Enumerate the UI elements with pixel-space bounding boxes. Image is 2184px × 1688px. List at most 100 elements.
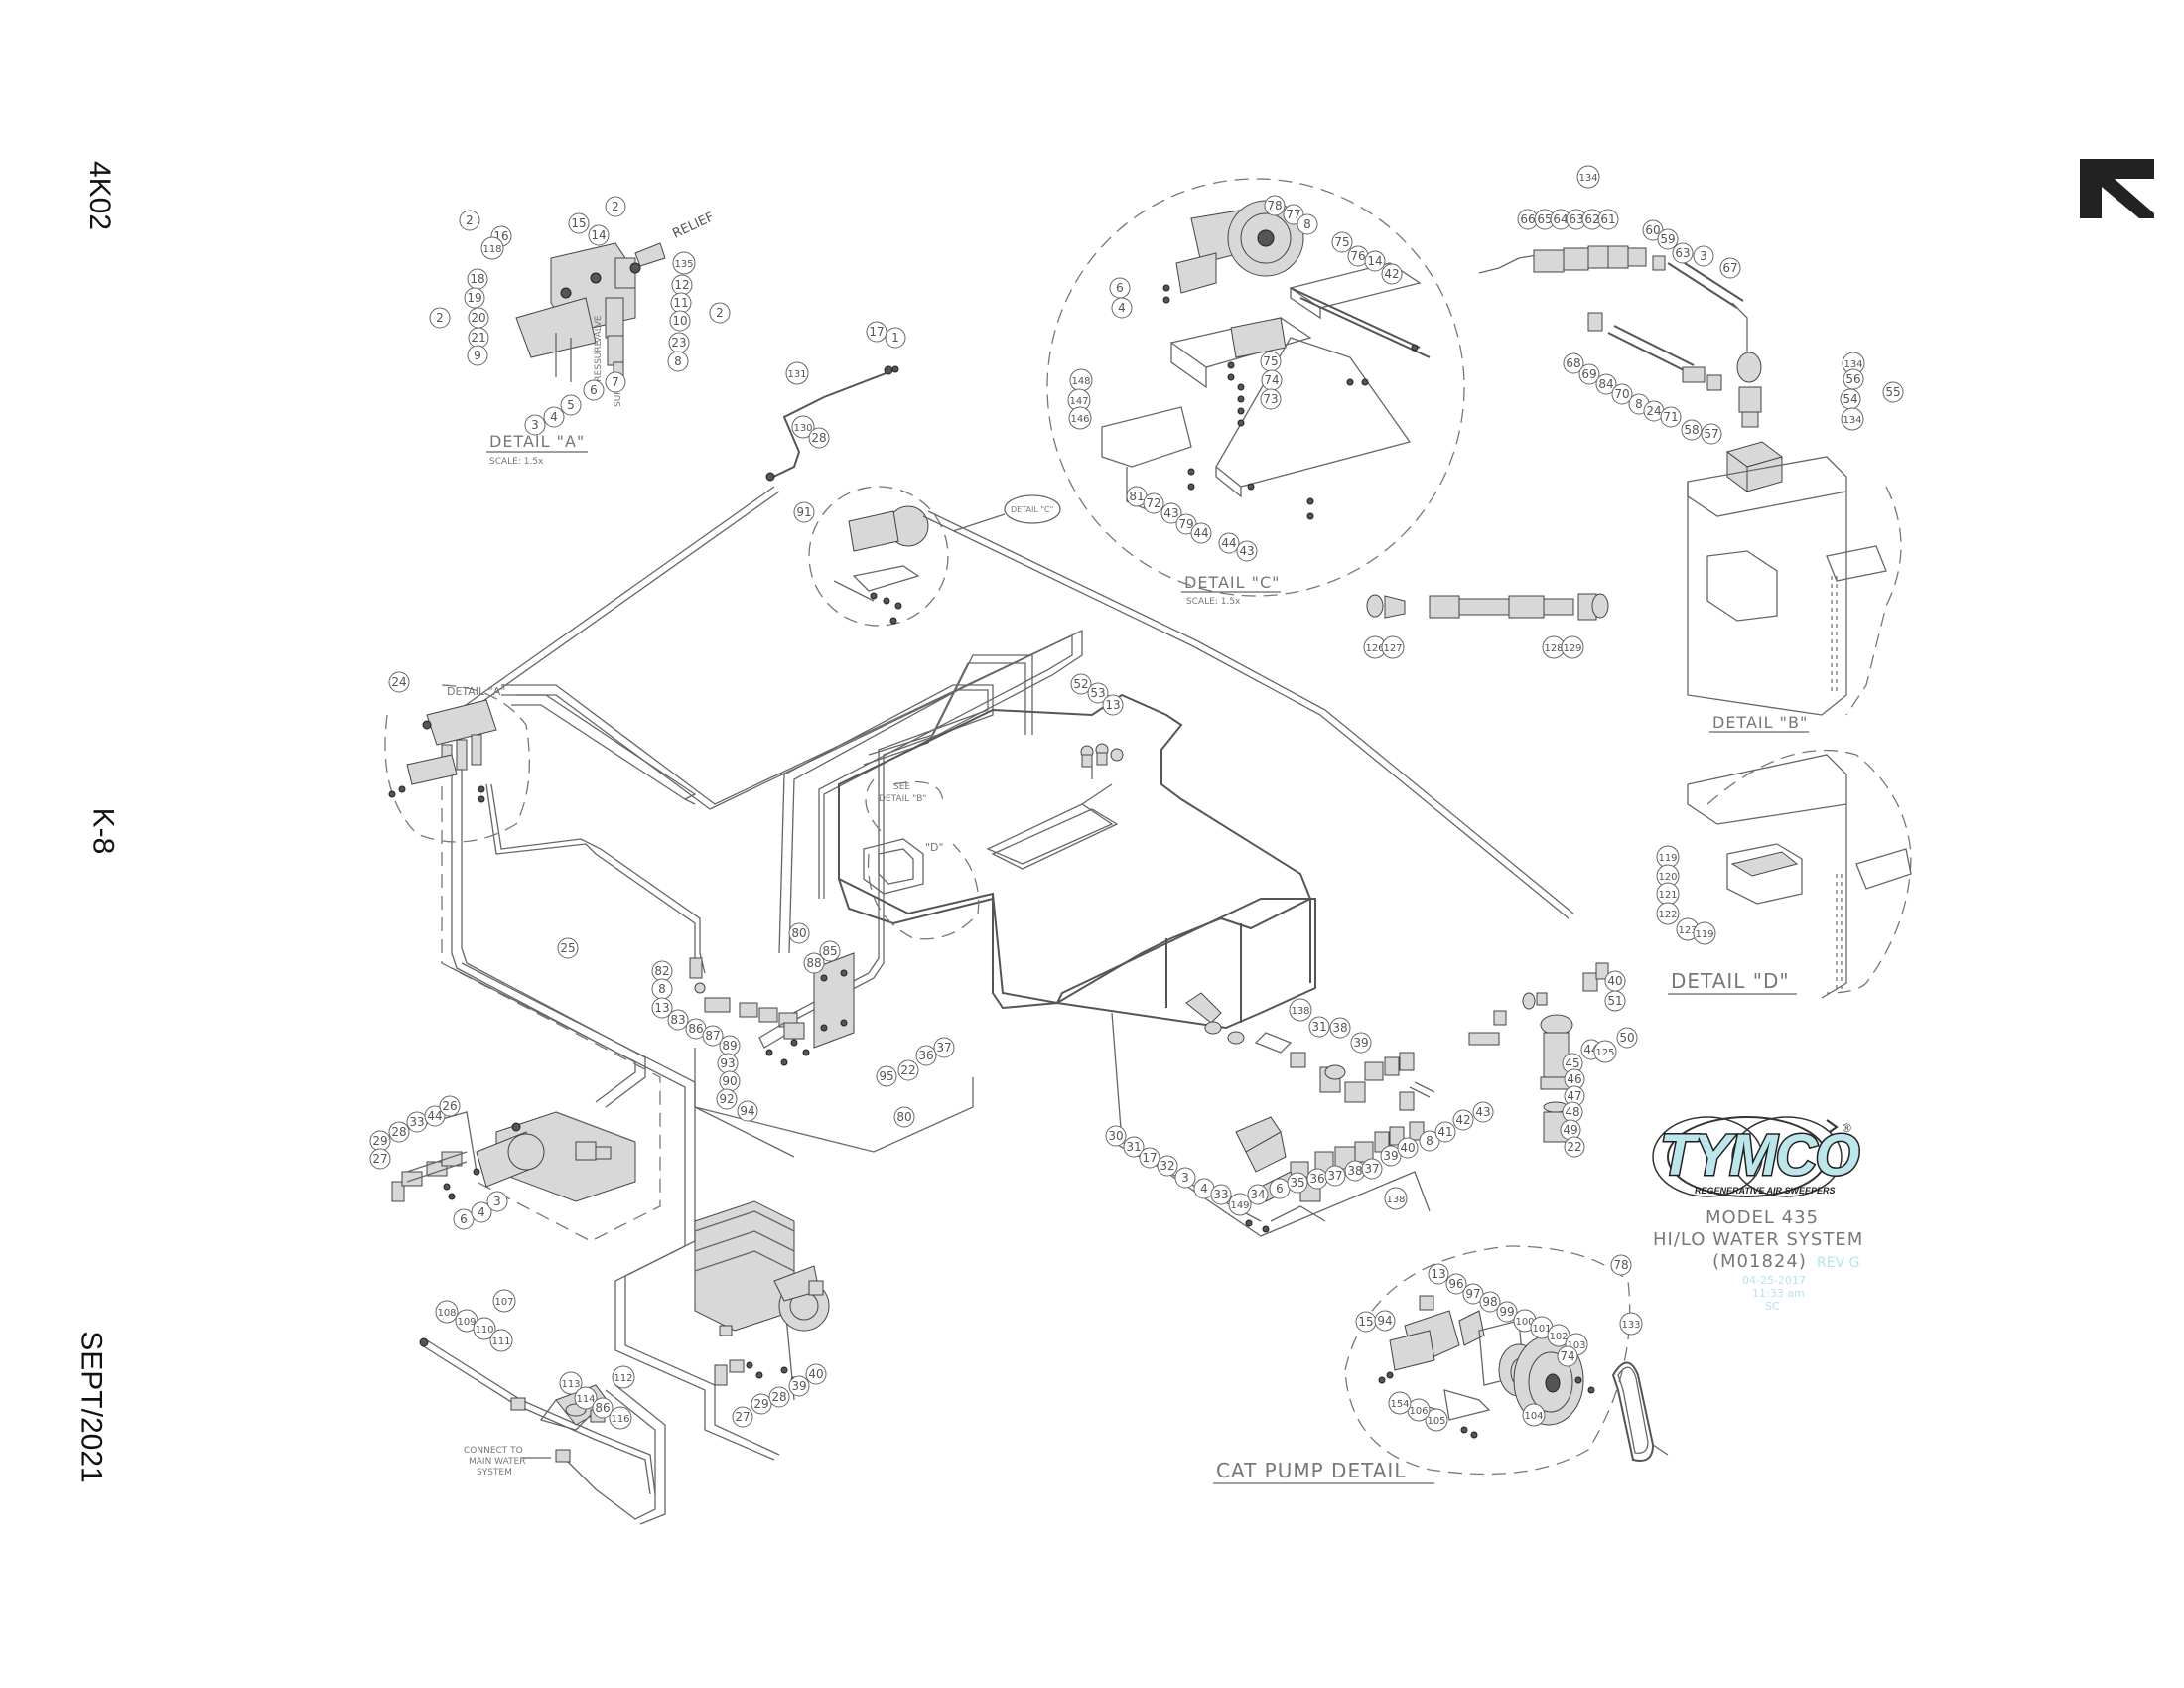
part-callout: 28 xyxy=(808,427,830,449)
part-callout: 26 xyxy=(439,1095,461,1117)
part-callout: 28 xyxy=(388,1121,410,1143)
part-callout: 118 xyxy=(480,236,504,260)
callout-circle xyxy=(1105,1125,1127,1147)
callout-number: 77 xyxy=(1286,208,1300,221)
part-callout: 90 xyxy=(719,1070,741,1092)
part-callout: 6 xyxy=(1109,277,1131,299)
callout-circle xyxy=(435,1300,459,1324)
part-callout: 39 xyxy=(1380,1145,1402,1167)
callout-number: 41 xyxy=(1437,1125,1452,1139)
pump-area-group xyxy=(1111,962,1609,1237)
callout-number: 64 xyxy=(1553,212,1568,226)
callout-circle xyxy=(1593,1040,1617,1063)
part-callout: 80 xyxy=(788,922,810,944)
callout-circle xyxy=(1297,213,1318,235)
callout-circle xyxy=(716,1088,738,1110)
part-callout: 107 xyxy=(492,1289,516,1313)
callout-number: 129 xyxy=(1563,643,1581,654)
logo-wordmark: TYMCO xyxy=(1660,1123,1859,1188)
callout-number: 59 xyxy=(1660,232,1675,246)
part-callout: 99 xyxy=(1496,1301,1518,1323)
part-callout: 6 xyxy=(583,379,605,401)
callout-circle xyxy=(805,1363,827,1385)
part-callout: 11 xyxy=(670,292,692,314)
hose-assembly xyxy=(1366,593,1609,621)
callout-number: 54 xyxy=(1843,392,1857,406)
callout-circle xyxy=(1228,1193,1252,1216)
connect-note-line3: SYSTEM xyxy=(477,1468,512,1477)
part-callout: 94 xyxy=(1374,1310,1396,1332)
callout-circle xyxy=(609,1406,632,1430)
lower-mid-pump-group xyxy=(694,1200,830,1401)
part-callout: 112 xyxy=(612,1365,635,1389)
part-callout: 93 xyxy=(717,1053,739,1074)
part-callout: 96 xyxy=(1445,1273,1467,1295)
cat-pump-detail-title: CAT PUMP DETAIL xyxy=(1216,1459,1406,1482)
part-callout: 135 xyxy=(672,251,696,275)
part-callout: 66 xyxy=(1517,209,1539,230)
callout-number: 80 xyxy=(896,1110,911,1124)
callout-circle xyxy=(1236,540,1258,562)
callout-circle xyxy=(1361,1158,1383,1180)
callout-number: 113 xyxy=(561,1379,580,1390)
part-callout: 10 xyxy=(669,310,691,332)
top-mid-group: DETAIL "C" xyxy=(765,365,1061,627)
callout-number: 24 xyxy=(1646,404,1661,418)
part-callout: 13 xyxy=(1102,694,1124,716)
lower-left-group: CONNECT TO MAIN WATER SYSTEM xyxy=(419,1337,656,1495)
callout-circle xyxy=(893,1106,915,1128)
part-callout: 49 xyxy=(1560,1119,1581,1141)
part-callout: 39 xyxy=(788,1375,810,1397)
callout-number: 40 xyxy=(808,1367,823,1381)
part-callout: 43 xyxy=(1236,540,1258,562)
part-callout: 2 xyxy=(709,302,731,324)
callout-number: 61 xyxy=(1600,212,1615,226)
part-callout: 36 xyxy=(915,1045,937,1066)
callout-circle xyxy=(1329,1017,1351,1039)
callout-number: 76 xyxy=(1350,249,1365,263)
callout-number: 2 xyxy=(436,311,444,325)
part-callout: 3 xyxy=(524,414,546,436)
callout-circle xyxy=(605,371,626,393)
callout-number: 130 xyxy=(793,423,812,434)
callout-number: 107 xyxy=(494,1297,513,1308)
callout-circle xyxy=(1210,1184,1232,1205)
callout-number: 74 xyxy=(1264,373,1279,387)
part-callout: 53 xyxy=(1087,682,1109,704)
detail-a-circle: DETAIL "A" xyxy=(384,684,530,843)
callout-circle xyxy=(429,307,451,329)
part-callout: 60 xyxy=(1642,219,1664,241)
callout-circle xyxy=(467,345,488,366)
part-callout: 8 xyxy=(667,351,689,372)
callout-number: 8 xyxy=(1426,1134,1433,1148)
callout-number: 15 xyxy=(571,216,586,230)
callout-circle xyxy=(1452,1109,1474,1131)
callout-number: 65 xyxy=(1537,212,1552,226)
callout-number: 80 xyxy=(791,926,806,940)
callout-number: 2 xyxy=(716,306,724,320)
callout-number: 106 xyxy=(1409,1406,1428,1417)
callout-number: 31 xyxy=(1311,1020,1326,1034)
callout-number: 63 xyxy=(1569,212,1583,226)
callout-circle xyxy=(1123,1136,1145,1158)
callout-circle xyxy=(568,212,590,234)
callout-number: 57 xyxy=(1704,427,1718,441)
callout-circle xyxy=(1289,998,1312,1022)
callout-number: 138 xyxy=(1291,1006,1309,1017)
callout-circle xyxy=(1619,1312,1643,1336)
callout-number: 66 xyxy=(1520,212,1535,226)
callout-circle xyxy=(424,1105,446,1127)
callout-number: 134 xyxy=(1843,359,1862,370)
part-callout: 19 xyxy=(464,287,485,309)
callout-number: 37 xyxy=(1327,1169,1342,1183)
callout-number: 90 xyxy=(722,1074,737,1088)
callout-circle xyxy=(557,937,579,959)
callout-circle xyxy=(1102,694,1124,716)
callout-circle xyxy=(785,361,809,385)
callout-circle xyxy=(583,379,605,401)
callout-circle xyxy=(1604,970,1626,992)
part-callout: 63 xyxy=(1672,242,1694,264)
